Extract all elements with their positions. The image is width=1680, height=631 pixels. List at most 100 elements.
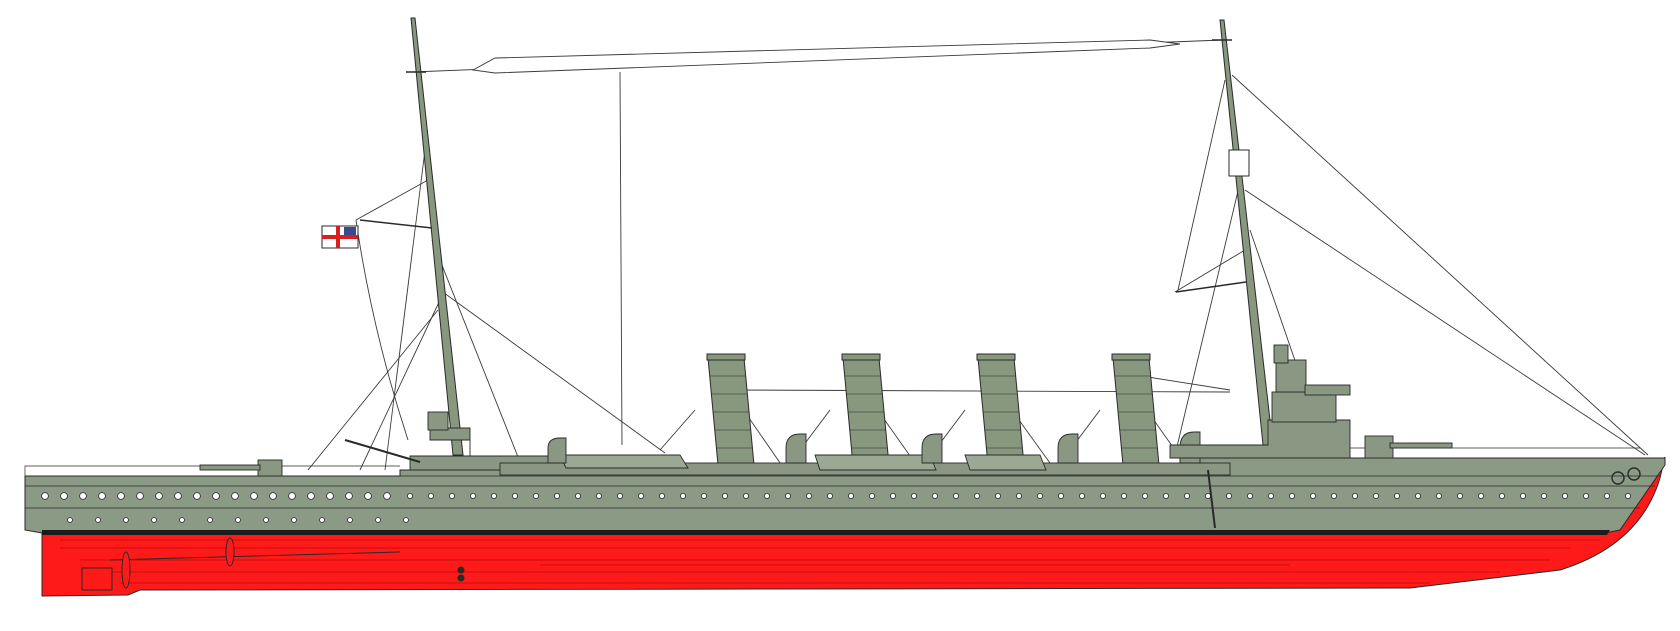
porthole xyxy=(1184,492,1191,499)
bridge-structure xyxy=(1169,419,1351,459)
porthole xyxy=(617,492,624,499)
porthole xyxy=(375,517,381,523)
porthole xyxy=(722,492,729,499)
stern-gear xyxy=(81,537,465,591)
porthole xyxy=(848,492,855,499)
porthole xyxy=(638,492,645,499)
main-yard xyxy=(1175,281,1247,293)
crane-jib xyxy=(344,439,421,463)
porthole xyxy=(250,492,258,500)
fore-stay-6 xyxy=(355,179,429,221)
anchor-hawse xyxy=(1627,467,1641,481)
porthole xyxy=(235,517,241,523)
porthole xyxy=(155,492,163,500)
funnel xyxy=(707,357,755,466)
funnel xyxy=(1112,357,1160,466)
porthole xyxy=(95,517,101,523)
portholes xyxy=(41,492,1632,523)
porthole xyxy=(263,517,269,523)
porthole xyxy=(1583,492,1590,499)
funnel-guy-5 xyxy=(659,409,696,451)
porthole xyxy=(490,492,497,499)
porthole xyxy=(1625,492,1632,499)
porthole xyxy=(231,492,239,500)
funnel xyxy=(977,357,1025,466)
bridge-wing xyxy=(1304,384,1351,396)
porthole xyxy=(512,492,519,499)
porthole xyxy=(1499,492,1506,499)
main-stay-1 xyxy=(1231,74,1649,456)
porthole xyxy=(701,492,708,499)
porthole xyxy=(1352,492,1359,499)
porthole xyxy=(1268,492,1275,499)
boot-topping-stripe xyxy=(42,530,1610,535)
searchlight-platform xyxy=(427,411,449,431)
porthole xyxy=(98,492,106,500)
porthole xyxy=(1100,492,1107,499)
flag-halyard xyxy=(355,219,409,441)
porthole xyxy=(1541,492,1548,499)
porthole xyxy=(403,517,409,523)
propeller-icon xyxy=(225,537,235,567)
porthole xyxy=(995,492,1002,499)
fore-stay-2 xyxy=(431,239,521,463)
porthole xyxy=(911,492,918,499)
crows-nest xyxy=(1228,149,1250,177)
porthole xyxy=(1331,492,1338,499)
porthole xyxy=(680,492,687,499)
lifeboat xyxy=(559,454,689,469)
porthole xyxy=(1205,492,1212,499)
main-stay-3 xyxy=(1177,79,1226,291)
naval-ensign-flag xyxy=(321,225,359,249)
rudder xyxy=(81,567,113,591)
porthole xyxy=(60,492,68,500)
fore-stay-5 xyxy=(307,309,439,471)
main-stay-4 xyxy=(1174,169,1244,456)
porthole xyxy=(469,492,476,499)
porthole xyxy=(1415,492,1422,499)
funnel-cap xyxy=(706,353,746,361)
porthole xyxy=(1478,492,1485,499)
porthole xyxy=(383,492,391,500)
wireless-aerial-spreader xyxy=(471,39,1181,74)
hull-sheer-lines xyxy=(25,475,1660,509)
main-stay-2 xyxy=(1244,189,1646,456)
accommodation-ladder xyxy=(1207,469,1216,529)
porthole xyxy=(1604,492,1611,499)
funnel-cap xyxy=(841,353,881,361)
porthole xyxy=(1142,492,1149,499)
fore-yard xyxy=(359,219,433,229)
propeller-shaft xyxy=(109,551,401,561)
porthole xyxy=(1436,492,1443,499)
porthole xyxy=(347,517,353,523)
porthole xyxy=(806,492,813,499)
funnel-cap xyxy=(976,353,1016,361)
propeller-icon xyxy=(121,551,131,589)
porthole xyxy=(1310,492,1317,499)
superstructure xyxy=(199,344,1641,529)
porthole xyxy=(1016,492,1023,499)
funnel xyxy=(842,357,890,466)
porthole xyxy=(1520,492,1527,499)
porthole xyxy=(554,492,561,499)
porthole xyxy=(1289,492,1296,499)
porthole xyxy=(1394,492,1401,499)
fore-gun-barrel xyxy=(1389,442,1453,449)
stern-gun-barrel xyxy=(199,464,261,471)
porthole xyxy=(974,492,981,499)
porthole xyxy=(743,492,750,499)
masts xyxy=(359,17,1275,456)
porthole xyxy=(1373,492,1380,499)
porthole xyxy=(448,492,455,499)
porthole xyxy=(345,492,353,500)
rigging-lines xyxy=(307,39,1649,471)
flag-canton xyxy=(344,227,356,235)
porthole xyxy=(1562,492,1569,499)
porthole xyxy=(1121,492,1128,499)
fore-stay-1 xyxy=(439,289,666,454)
bridge-house xyxy=(1271,391,1337,423)
hull-plating-lines xyxy=(60,539,1600,584)
porthole xyxy=(596,492,603,499)
foremast xyxy=(410,17,464,456)
